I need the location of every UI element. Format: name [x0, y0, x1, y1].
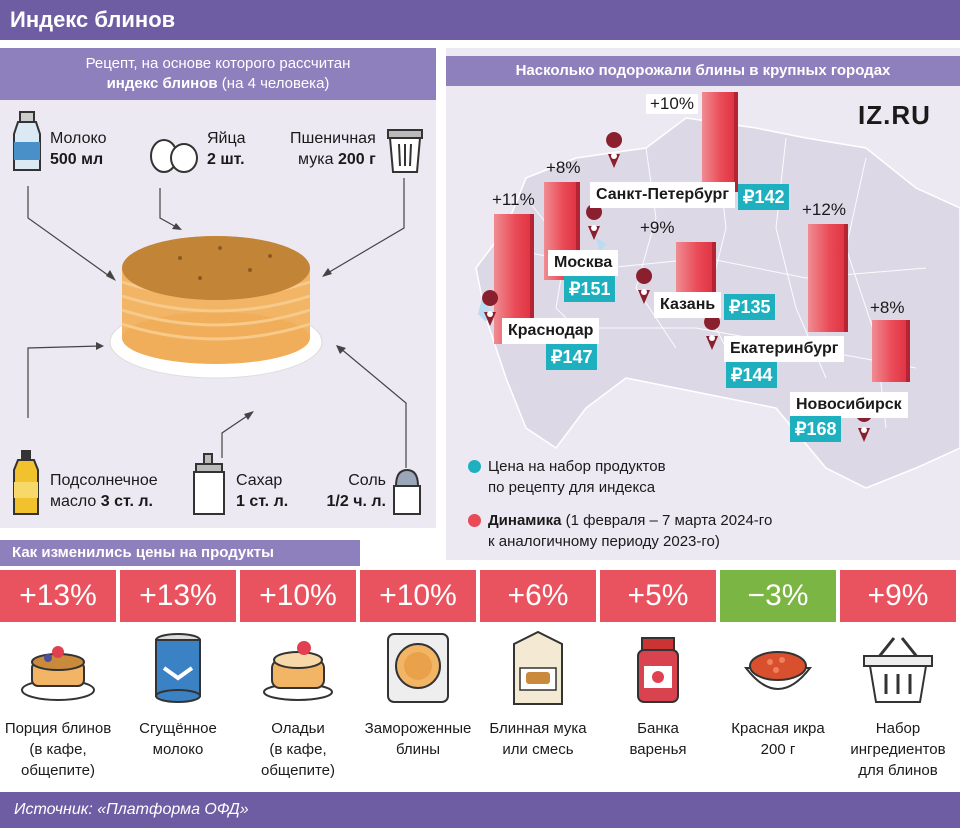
price-kazan: ₽135 [724, 294, 776, 320]
product-card: +13% Порция блинов(в кафе,общепите) [0, 570, 116, 788]
salt-shaker-icon [393, 468, 421, 515]
product-name: Порция блинов(в кафе,общепите) [4, 720, 112, 779]
product-name: Оладьи(в кафе,общепите) [261, 720, 335, 779]
price-ekb: ₽144 [726, 362, 778, 388]
price-spb: ₽142 [738, 184, 790, 210]
red-caviar-bowl-icon [738, 628, 818, 708]
product-change-pct: +10% [360, 570, 476, 622]
city-krasnodar: Краснодар [502, 318, 600, 344]
product-change-pct: +10% [240, 570, 356, 622]
source-footer: Источник: «Платформа ОФД» [0, 792, 960, 828]
legend-dyn-dot [468, 514, 481, 527]
bar-novosibirsk [872, 320, 910, 382]
fritters-plate-icon [258, 628, 338, 708]
arrows-layer [27, 178, 407, 468]
shopping-basket-icon [858, 628, 938, 708]
map-panel: Насколько подорожали блины в крупных гор… [446, 48, 960, 560]
sugar-dispenser-icon [193, 453, 225, 515]
milk-bottle-icon [13, 111, 41, 171]
recipe-header-line2: индекс блинов (на 4 человека) [106, 75, 330, 92]
price-moscow: ₽151 [564, 276, 616, 302]
product-change-pct: +9% [840, 570, 956, 622]
oil-bottle-icon [13, 450, 39, 515]
flour-jar-icon [387, 129, 423, 173]
city-kazan: Казань [654, 292, 722, 318]
pct-krasnodar: +11% [492, 190, 535, 209]
city-spb: Санкт-Петербург [590, 182, 735, 208]
city-moscow: Москва [548, 250, 619, 276]
pancake-plate-icon [18, 628, 98, 708]
product-change-pct: −3% [720, 570, 836, 622]
price-novosibirsk: ₽168 [790, 416, 842, 442]
page-title: Индекс блинов [0, 0, 960, 40]
product-change-pct: +5% [600, 570, 716, 622]
product-change-pct: +13% [120, 570, 236, 622]
bar-spb [702, 92, 738, 192]
city-novosibirsk: Новосибирск [790, 392, 908, 418]
pct-ekb: +12% [802, 200, 846, 219]
pancake-mix-box-icon [498, 628, 578, 708]
recipe-header-line1: Рецепт, на основе которого рассчитан [85, 55, 351, 72]
oil-label: Подсолнечное масло 3 ст. л. [50, 472, 158, 510]
condensed-milk-can-icon [138, 628, 218, 708]
legend-price: Цена на набор продуктов по рецепту для и… [488, 458, 666, 496]
product-card: +10% Оладьи(в кафе,общепите) [240, 570, 356, 788]
frozen-pancakes-pack-icon [378, 628, 458, 708]
recipe-panel: Рецепт, на основе которого рассчитан инд… [0, 48, 436, 528]
jam-jar-icon [618, 628, 698, 708]
izru-logo: IZ.RU [858, 100, 931, 130]
pancake-stack-image [109, 236, 323, 379]
pct-novosibirsk: +8% [870, 298, 905, 317]
map-header: Насколько подорожали блины в крупных гор… [446, 56, 960, 86]
legend-dynamics: Динамика (1 февраля – 7 марта 2024-го к … [488, 512, 773, 550]
bar-ekb [808, 224, 848, 332]
flour-label: Пшеничная мука 200 г [290, 130, 376, 168]
pct-spb: +10% [646, 94, 698, 114]
city-ekb: Екатеринбург [724, 336, 845, 362]
product-change-pct: +13% [0, 570, 116, 622]
product-change-pct: +6% [480, 570, 596, 622]
recipe-header: Рецепт, на основе которого рассчитан инд… [0, 48, 436, 100]
legend-price-dot [468, 460, 481, 473]
pct-kazan: +9% [640, 218, 675, 237]
pct-moscow: +8% [546, 158, 581, 177]
changes-header: Как изменились цены на продукты [0, 540, 360, 566]
eggs-icon [150, 139, 198, 173]
price-krasnodar: ₽147 [546, 344, 598, 370]
